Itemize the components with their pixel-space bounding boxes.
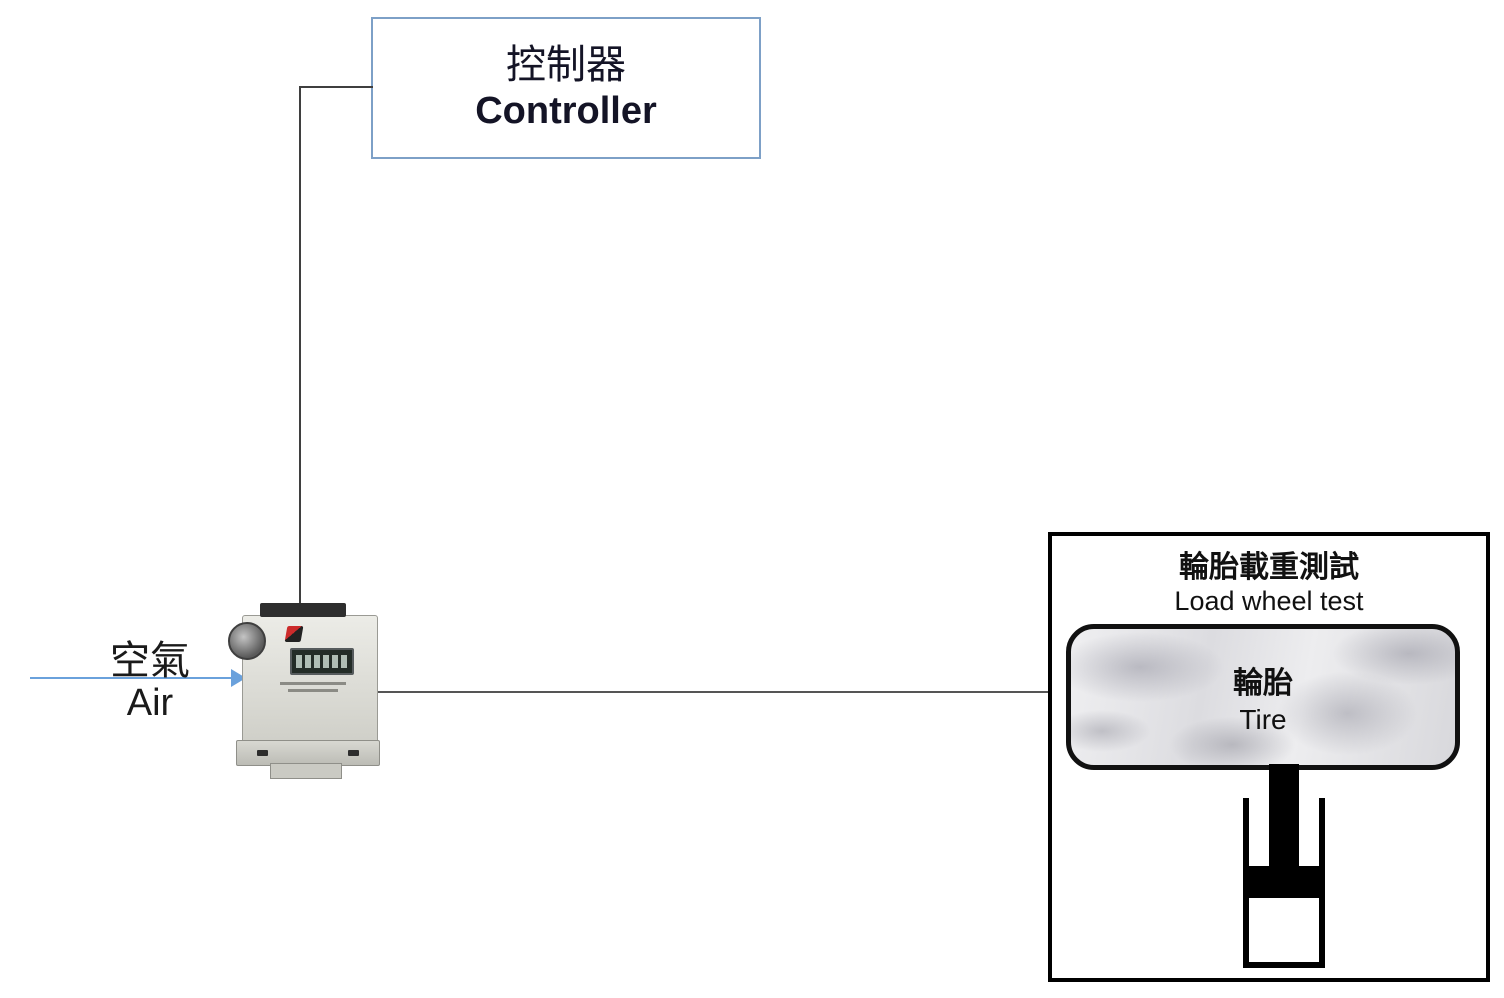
tire-box: 輪胎 Tire <box>1066 624 1460 770</box>
device-top-cap <box>260 603 346 617</box>
device-display <box>290 648 354 675</box>
controller-label-en: Controller <box>475 90 657 133</box>
device-print-line <box>280 682 346 685</box>
flow-controller-device <box>228 600 380 780</box>
device-base-slot <box>257 750 268 756</box>
load-wheel-test-box: 輪胎載重測試 Load wheel test 輪胎 Tire <box>1048 532 1490 982</box>
device-logo-icon <box>284 626 304 642</box>
air-flow-arrow-line <box>30 677 233 679</box>
device-to-test-line <box>378 691 1049 693</box>
controller-line-horizontal <box>299 86 373 88</box>
controller-to-device-line <box>299 86 301 614</box>
air-label-zh: 空氣 <box>110 639 190 683</box>
device-display-digits <box>296 655 348 668</box>
piston-rod <box>1269 764 1299 886</box>
load-test-label-en: Load wheel test <box>1174 586 1364 616</box>
device-cable-connector <box>228 622 266 660</box>
device-print-line <box>288 689 338 692</box>
tire-label-zh: 輪胎 <box>1233 667 1293 700</box>
tire-label-en: Tire <box>1239 704 1287 735</box>
device-mount-foot <box>270 763 342 779</box>
controller-label-zh: 控制器 <box>506 43 626 88</box>
air-label-en: Air <box>126 682 174 724</box>
device-base-slot <box>348 750 359 756</box>
piston-head <box>1249 866 1319 898</box>
load-test-label-zh: 輪胎載重測試 <box>1179 551 1359 584</box>
controller-box: 控制器 Controller <box>371 17 761 159</box>
